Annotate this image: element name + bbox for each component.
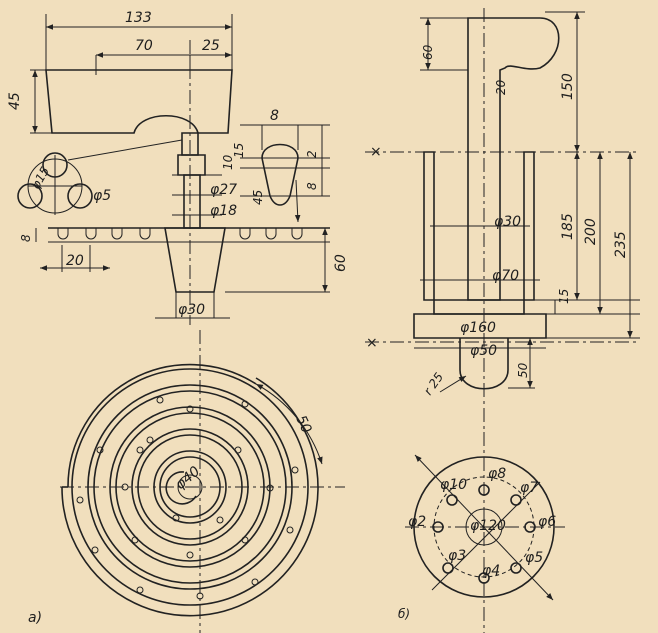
view-a-section (17, 14, 330, 325)
hole-phi4: φ4 (482, 563, 500, 579)
hole-phi7: φ7 (520, 480, 538, 496)
dim-phi40: φ40 (172, 463, 203, 493)
hole-circle-plan (405, 432, 565, 633)
caption-b: б) (398, 607, 410, 621)
dim-45-vert: 45 (251, 190, 265, 205)
axis-mark: × (370, 144, 382, 160)
view-b-section: × × (365, 8, 640, 430)
dim-8-groove: 8 (305, 182, 319, 190)
dim-b-phi50: φ50 (470, 343, 497, 359)
dim-phi18: φ18 (210, 203, 237, 219)
dim-8-row: 8 (19, 234, 33, 242)
hole-phi10: φ10 (440, 477, 467, 493)
axis-mark: × (366, 335, 378, 351)
dim-20: 20 (66, 253, 84, 269)
dim-b-phi70: φ70 (492, 268, 519, 284)
dim-b-phi160: φ160 (460, 320, 496, 336)
dim-8-top: 8 (270, 108, 279, 124)
three-circle-detail (17, 139, 183, 215)
cavity-row (57, 228, 303, 240)
dim-2: 2 (305, 150, 319, 158)
dim-25: 25 (202, 38, 220, 54)
dim-b-185: 185 (560, 213, 576, 240)
dim-45: 45 (7, 92, 23, 110)
dim-b-15: 15 (557, 289, 571, 304)
caption-a: а) (28, 610, 42, 626)
dim-b-150: 150 (560, 73, 576, 100)
dim-phi30: φ30 (178, 302, 205, 318)
dim-50-spiral: 50 (292, 413, 314, 436)
dim-b-235: 235 (613, 231, 629, 258)
dim-133: 133 (125, 10, 152, 26)
dim-15: 15 (232, 143, 246, 158)
dim-b-20: 20 (494, 79, 508, 95)
hole-phi3: φ3 (448, 548, 466, 564)
spiral-holes (76, 396, 299, 600)
hole-phi8: φ8 (488, 466, 506, 482)
dim-70: 70 (135, 38, 153, 54)
dim-b-phi30: φ30 (494, 214, 521, 230)
hole-phi120: φ120 (470, 518, 506, 534)
hole-phi5: φ5 (525, 550, 543, 566)
dim-phi15: φ15 (28, 164, 52, 191)
dim-b-50: 50 (516, 362, 530, 378)
dim-b-60: 60 (421, 44, 435, 60)
dim-phi27: φ27 (210, 182, 237, 198)
dim-b-200: 200 (583, 218, 599, 245)
dimension-labels: 133 70 25 45 8 10 15 2 8 45 φ27 φ18 φ15 … (7, 10, 629, 626)
dim-10: 10 (221, 154, 235, 170)
dim-60: 60 (333, 254, 349, 272)
dim-b-r25: r 25 (421, 370, 446, 398)
dim-phi5: φ5 (93, 188, 111, 204)
hole-phi2: φ2 (408, 514, 426, 530)
hole-phi6: φ6 (538, 514, 556, 530)
spiral-plan (60, 330, 345, 633)
